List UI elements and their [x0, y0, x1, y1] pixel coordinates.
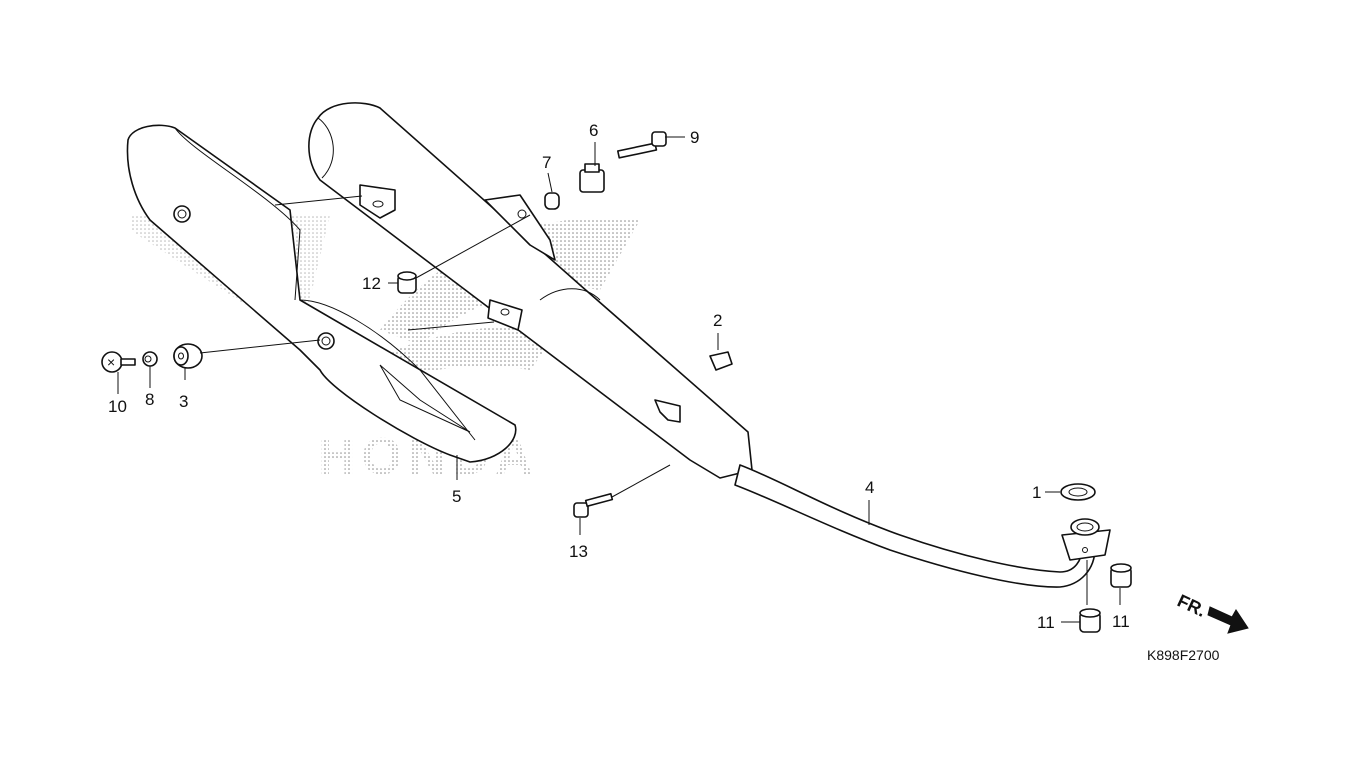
muffler-hanger [484, 194, 556, 261]
leader-lines [117, 136, 1121, 623]
callout-13: 13 [569, 542, 588, 561]
callout-11-left: 11 [1037, 613, 1055, 632]
callout-4: 4 [865, 478, 874, 497]
callout-9: 9 [690, 128, 699, 147]
cap-nut-11-right[interactable] [1110, 563, 1132, 588]
flange-bolt-13[interactable] [573, 492, 614, 518]
callout-1: 1 [1032, 483, 1041, 502]
collar[interactable] [142, 351, 158, 367]
callout-7: 7 [542, 153, 551, 172]
callout-12: 12 [362, 274, 381, 293]
muffler[interactable] [308, 102, 753, 479]
muffler-tab [654, 399, 681, 423]
screw-head-mark: × [107, 354, 115, 370]
screw[interactable]: × [101, 351, 136, 373]
callout-2: 2 [713, 311, 722, 330]
exhaust-flange[interactable] [1061, 518, 1111, 561]
callout-10: 10 [108, 397, 127, 416]
damper-rubber[interactable] [579, 163, 605, 193]
rubber-cushion[interactable] [709, 351, 733, 371]
grommet[interactable] [173, 343, 203, 369]
front-direction-indicator: FR. [1174, 590, 1249, 634]
callout-5: 5 [452, 487, 461, 506]
diagram-code: K898F2700 [1147, 647, 1220, 663]
front-arrow-icon [1207, 606, 1249, 634]
gasket[interactable] [1060, 483, 1096, 501]
callout-8: 8 [145, 390, 154, 409]
front-label: FR. [1174, 590, 1209, 620]
callout-6: 6 [589, 121, 598, 140]
callout-3: 3 [179, 392, 188, 411]
heat-protector[interactable] [126, 124, 517, 463]
spacer[interactable] [544, 192, 560, 210]
cap-nut-11-bottom[interactable] [1079, 608, 1101, 633]
callout-11-right: 11 [1112, 612, 1130, 631]
callouts: 1 2 3 4 5 6 7 8 9 10 11 11 12 13 [108, 121, 1130, 632]
flange-bolt-9[interactable] [616, 131, 667, 159]
nut-12[interactable] [397, 271, 417, 294]
